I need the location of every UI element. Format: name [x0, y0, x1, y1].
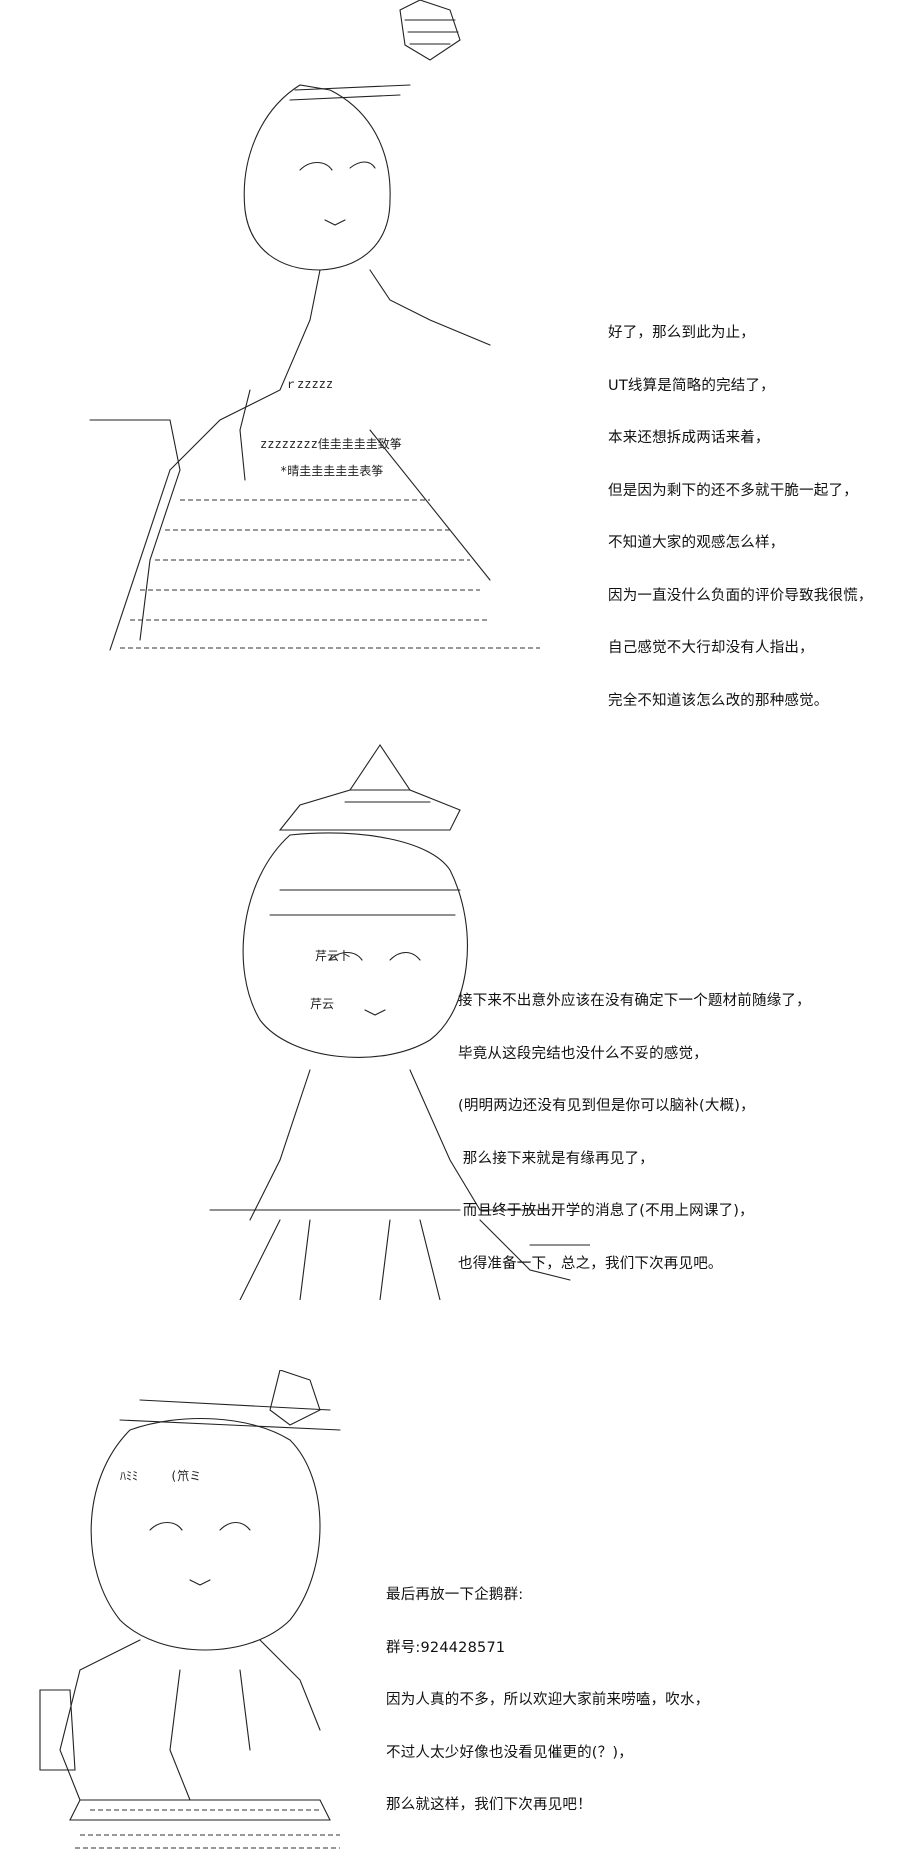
ascii-art-character-1: ｒzzzzz zzzzzzzz佳圭圭圭圭致筝 *晴圭圭圭圭圭表筝: [70, 0, 570, 690]
ascii-art-character-3: (笊ミ ﾊﾐﾐ: [20, 1370, 400, 1850]
art-text-1: ｒzzzzz: [285, 377, 333, 391]
narration-line: 因为一直没什么负面的评价导致我很慌，: [608, 587, 873, 604]
art-text-4: 芹云卜: [315, 949, 351, 963]
ascii-art-drawing: ｒzzzzz zzzzzzzz佳圭圭圭圭致筝 *晴圭圭圭圭圭表筝: [89, 0, 540, 651]
narration-line: 那么接下来就是有缘再见了，: [458, 1150, 654, 1167]
art-text-6: (笊ミ: [170, 1468, 201, 1483]
narration-line: 而且终于放出开学的消息了(不用上网课了)，: [458, 1203, 754, 1219]
narration-line: 毕竟从这段完结也没什么不妥的感觉，: [458, 1045, 708, 1062]
narration-line: UT线算是简略的完结了，: [608, 377, 775, 394]
narration-line: 不知道大家的观感怎么样，: [608, 535, 785, 551]
narration-line: 群号:924428571: [386, 1639, 506, 1656]
narration-line: 不过人太少好像也没看见催更的(？)，: [386, 1744, 633, 1761]
narration-line: 自己感觉不大行却没有人指出，: [608, 640, 814, 656]
narration-line: 完全不知道该怎么改的那种感觉。: [608, 692, 829, 709]
narration-text-1: 好了，那么到此为止， UT线算是简略的完结了， 本来还想拆成两话来着， 但是因为…: [608, 290, 873, 745]
art-text-3: *晴圭圭圭圭圭表筝: [280, 463, 383, 478]
narration-text-2: 接下来不出意外应该在没有确定下一个题材前随缘了， 毕竟从这段完结也没什么不妥的感…: [458, 958, 811, 1308]
art-text-7: ﾊﾐﾐ: [120, 1469, 138, 1483]
narration-line: 但是因为剩下的还不多就干脆一起了，: [608, 482, 858, 499]
narration-line: 那么就这样，我们下次再见吧！: [386, 1797, 592, 1813]
narration-line: 也得准备一下，总之，我们下次再见吧。: [458, 1255, 723, 1272]
ascii-art-drawing: (笊ミ ﾊﾐﾐ: [39, 1370, 341, 1849]
panel-2: 芹云卜 芹云 接下来不出意外应该在没有确定下一个题材前随缘了， 毕竟从这段完结也…: [0, 700, 906, 1300]
ascii-art-character-2: 芹云卜 芹云: [150, 740, 590, 1300]
narration-line: 本来还想拆成两话来着，: [608, 430, 770, 446]
narration-line: 好了，那么到此为止，: [608, 325, 755, 341]
panel-3: (笊ミ ﾊﾐﾐ 最后再放一下企鹅群: 群号:924428571 因为人真的不多，…: [0, 1300, 906, 1862]
narration-line: (明明两边还没有见到但是你可以脑补(大概)，: [458, 1098, 755, 1114]
narration-line: 最后再放一下企鹅群:: [386, 1587, 524, 1603]
narration-text-3: 最后再放一下企鹅群: 群号:924428571 因为人真的不多，所以欢迎大家前来…: [386, 1552, 709, 1850]
narration-line: 因为人真的不多，所以欢迎大家前来唠嗑，吹水，: [386, 1692, 710, 1708]
ascii-art-drawing: 芹云卜 芹云: [209, 744, 590, 1300]
art-text-5: 芹云: [310, 997, 334, 1011]
narration-line: 接下来不出意外应该在没有确定下一个题材前随缘了，: [458, 993, 811, 1009]
art-text-2: zzzzzzzz佳圭圭圭圭致筝: [260, 436, 402, 451]
panel-1: ｒzzzzz zzzzzzzz佳圭圭圭圭致筝 *晴圭圭圭圭圭表筝 好了，那么到此…: [0, 0, 906, 709]
